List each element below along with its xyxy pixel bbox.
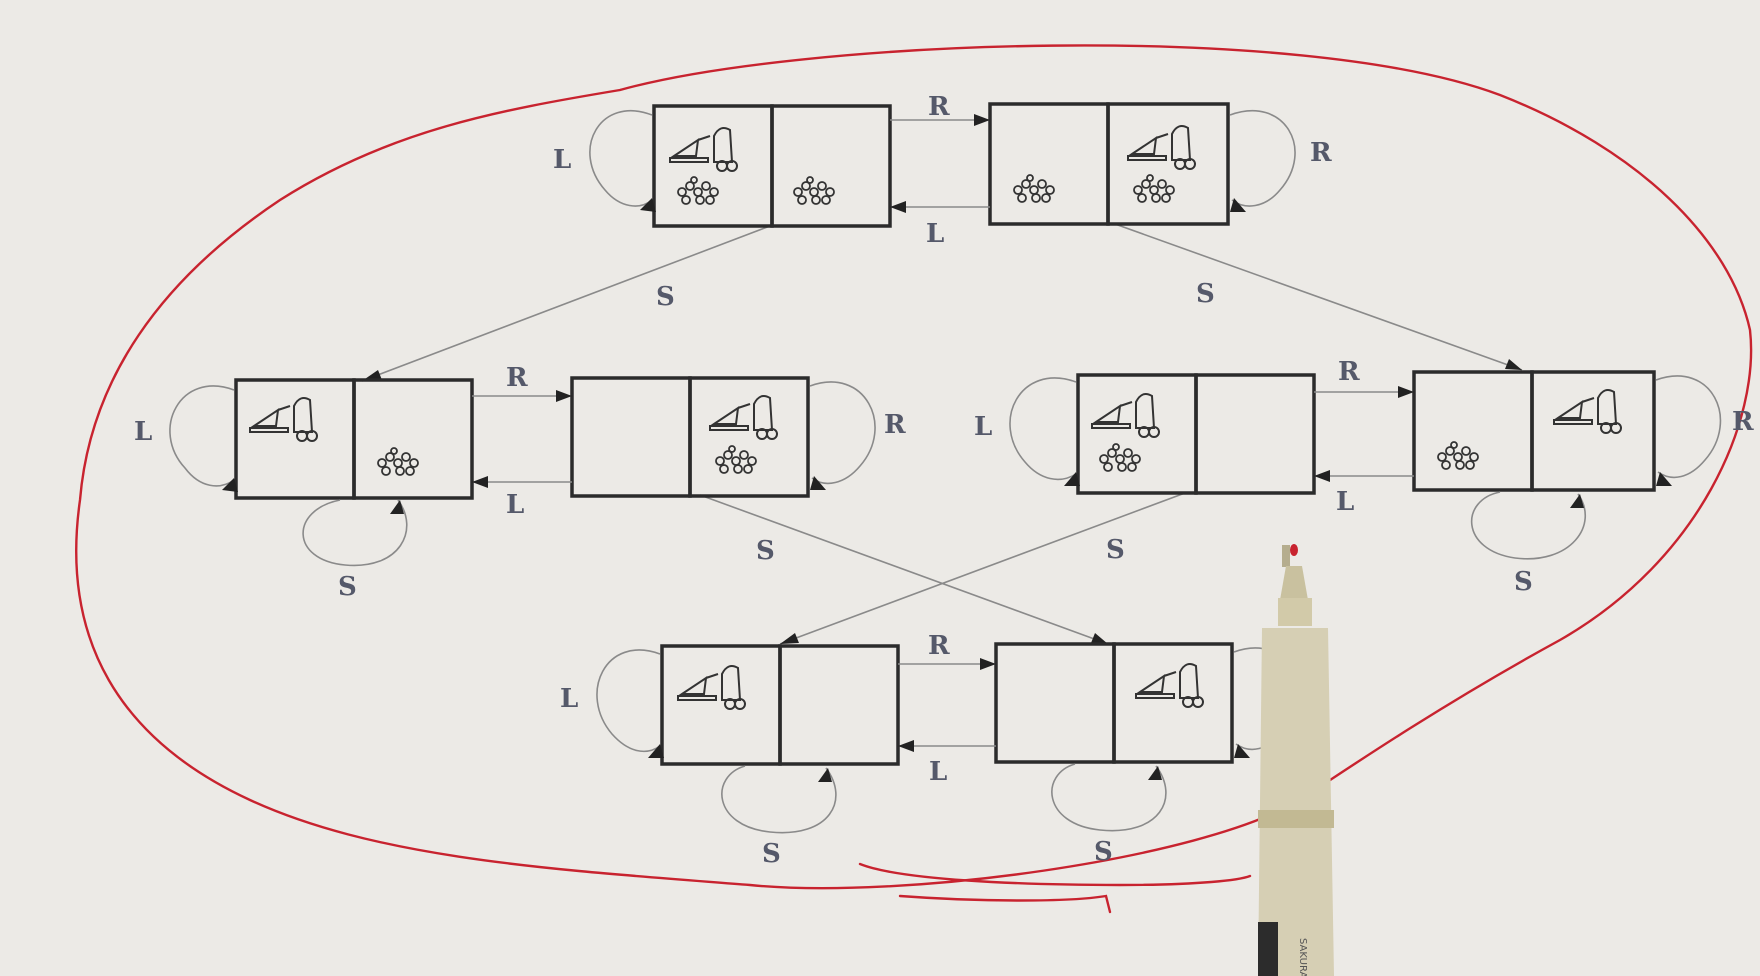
state-6: [1412, 370, 1656, 492]
arrowhead: [390, 500, 404, 514]
label-r: R: [1732, 407, 1754, 437]
label-r: R: [928, 92, 950, 122]
annotation-mark: [898, 894, 1112, 914]
arrowhead: [1064, 472, 1080, 486]
pen: SAKURA: [1258, 544, 1334, 976]
edge-s-5-7: [779, 492, 1186, 645]
arrowhead: [1656, 472, 1672, 486]
arrowhead: [890, 201, 906, 213]
pen-grip: [1278, 598, 1312, 626]
pen-tip-neck: [1282, 545, 1290, 567]
arrowhead: [222, 478, 238, 492]
annotation-outline: [75, 44, 1753, 890]
suck-transitions: [361, 223, 1523, 645]
loop-l-7: [596, 649, 661, 753]
label-l: L: [560, 684, 578, 714]
label-r: R: [1338, 357, 1360, 387]
pen-cone: [1280, 566, 1308, 600]
label-s: S: [1196, 279, 1215, 309]
label-r: R: [928, 631, 950, 661]
state-2: [988, 102, 1230, 226]
label-r: R: [506, 363, 528, 393]
arrowhead: [1398, 386, 1414, 398]
state-1: [652, 104, 892, 228]
label-l: L: [929, 757, 947, 787]
arrowhead: [780, 633, 799, 644]
state-5: [1076, 373, 1316, 495]
arrowhead: [1314, 470, 1330, 482]
arrowhead: [810, 476, 826, 490]
label-l: L: [134, 417, 152, 447]
state-7: [660, 644, 900, 766]
label-s: S: [338, 572, 357, 602]
loop-s-3: [302, 499, 408, 567]
arrowhead: [898, 740, 914, 752]
label-r: R: [884, 410, 906, 440]
arrowhead: [1091, 633, 1108, 644]
arrowhead: [472, 476, 488, 488]
loop-s-8: [1051, 763, 1167, 832]
label-l: L: [1336, 487, 1354, 517]
arrowhead: [556, 390, 572, 402]
loop-l-5: [1009, 377, 1077, 481]
state-8: [994, 642, 1234, 764]
pen-tip: [1290, 544, 1298, 556]
loop-r-6: [1655, 375, 1722, 479]
pen-band: [1258, 810, 1334, 828]
state-4: [570, 376, 810, 498]
label-s: S: [656, 282, 675, 312]
loop-r-4: [809, 381, 876, 485]
label-s: S: [1094, 837, 1113, 867]
arrowhead: [980, 658, 996, 670]
label-l: L: [974, 412, 992, 442]
loop-r-2: [1229, 109, 1296, 207]
arrowhead: [974, 114, 990, 126]
loop-l-3: [169, 385, 235, 487]
edge-s-2-6: [1114, 223, 1523, 371]
label-s: S: [756, 536, 775, 566]
arrowhead: [640, 198, 656, 212]
arrowhead: [1570, 494, 1584, 508]
arrowhead: [1234, 744, 1250, 758]
arrowhead: [1505, 359, 1522, 370]
pen-body: [1258, 628, 1334, 976]
label-s: S: [762, 839, 781, 869]
annotation-underline: [858, 862, 1252, 887]
edge-s-4-8: [699, 494, 1109, 645]
label-l: L: [553, 145, 571, 175]
action-labels: R L L R S S R L L R S S R L L R S S R L …: [134, 92, 1754, 869]
edge-s-1-3: [361, 225, 771, 382]
state-3: [234, 378, 474, 500]
label-s: S: [1514, 567, 1533, 597]
loop-s-6: [1470, 491, 1586, 560]
arrowhead: [648, 744, 664, 758]
arrowhead: [1148, 766, 1162, 780]
arrowhead: [1230, 198, 1246, 212]
loop-l-1: [589, 109, 653, 207]
label-l: L: [506, 490, 524, 520]
loop-s-7: [721, 765, 837, 834]
pen-brand: SAKURA: [1297, 938, 1308, 976]
label-l: L: [926, 219, 944, 249]
label-r: R: [1310, 138, 1332, 168]
pen-clip: [1258, 922, 1278, 976]
label-s: S: [1106, 535, 1125, 565]
arrowhead: [818, 768, 832, 782]
